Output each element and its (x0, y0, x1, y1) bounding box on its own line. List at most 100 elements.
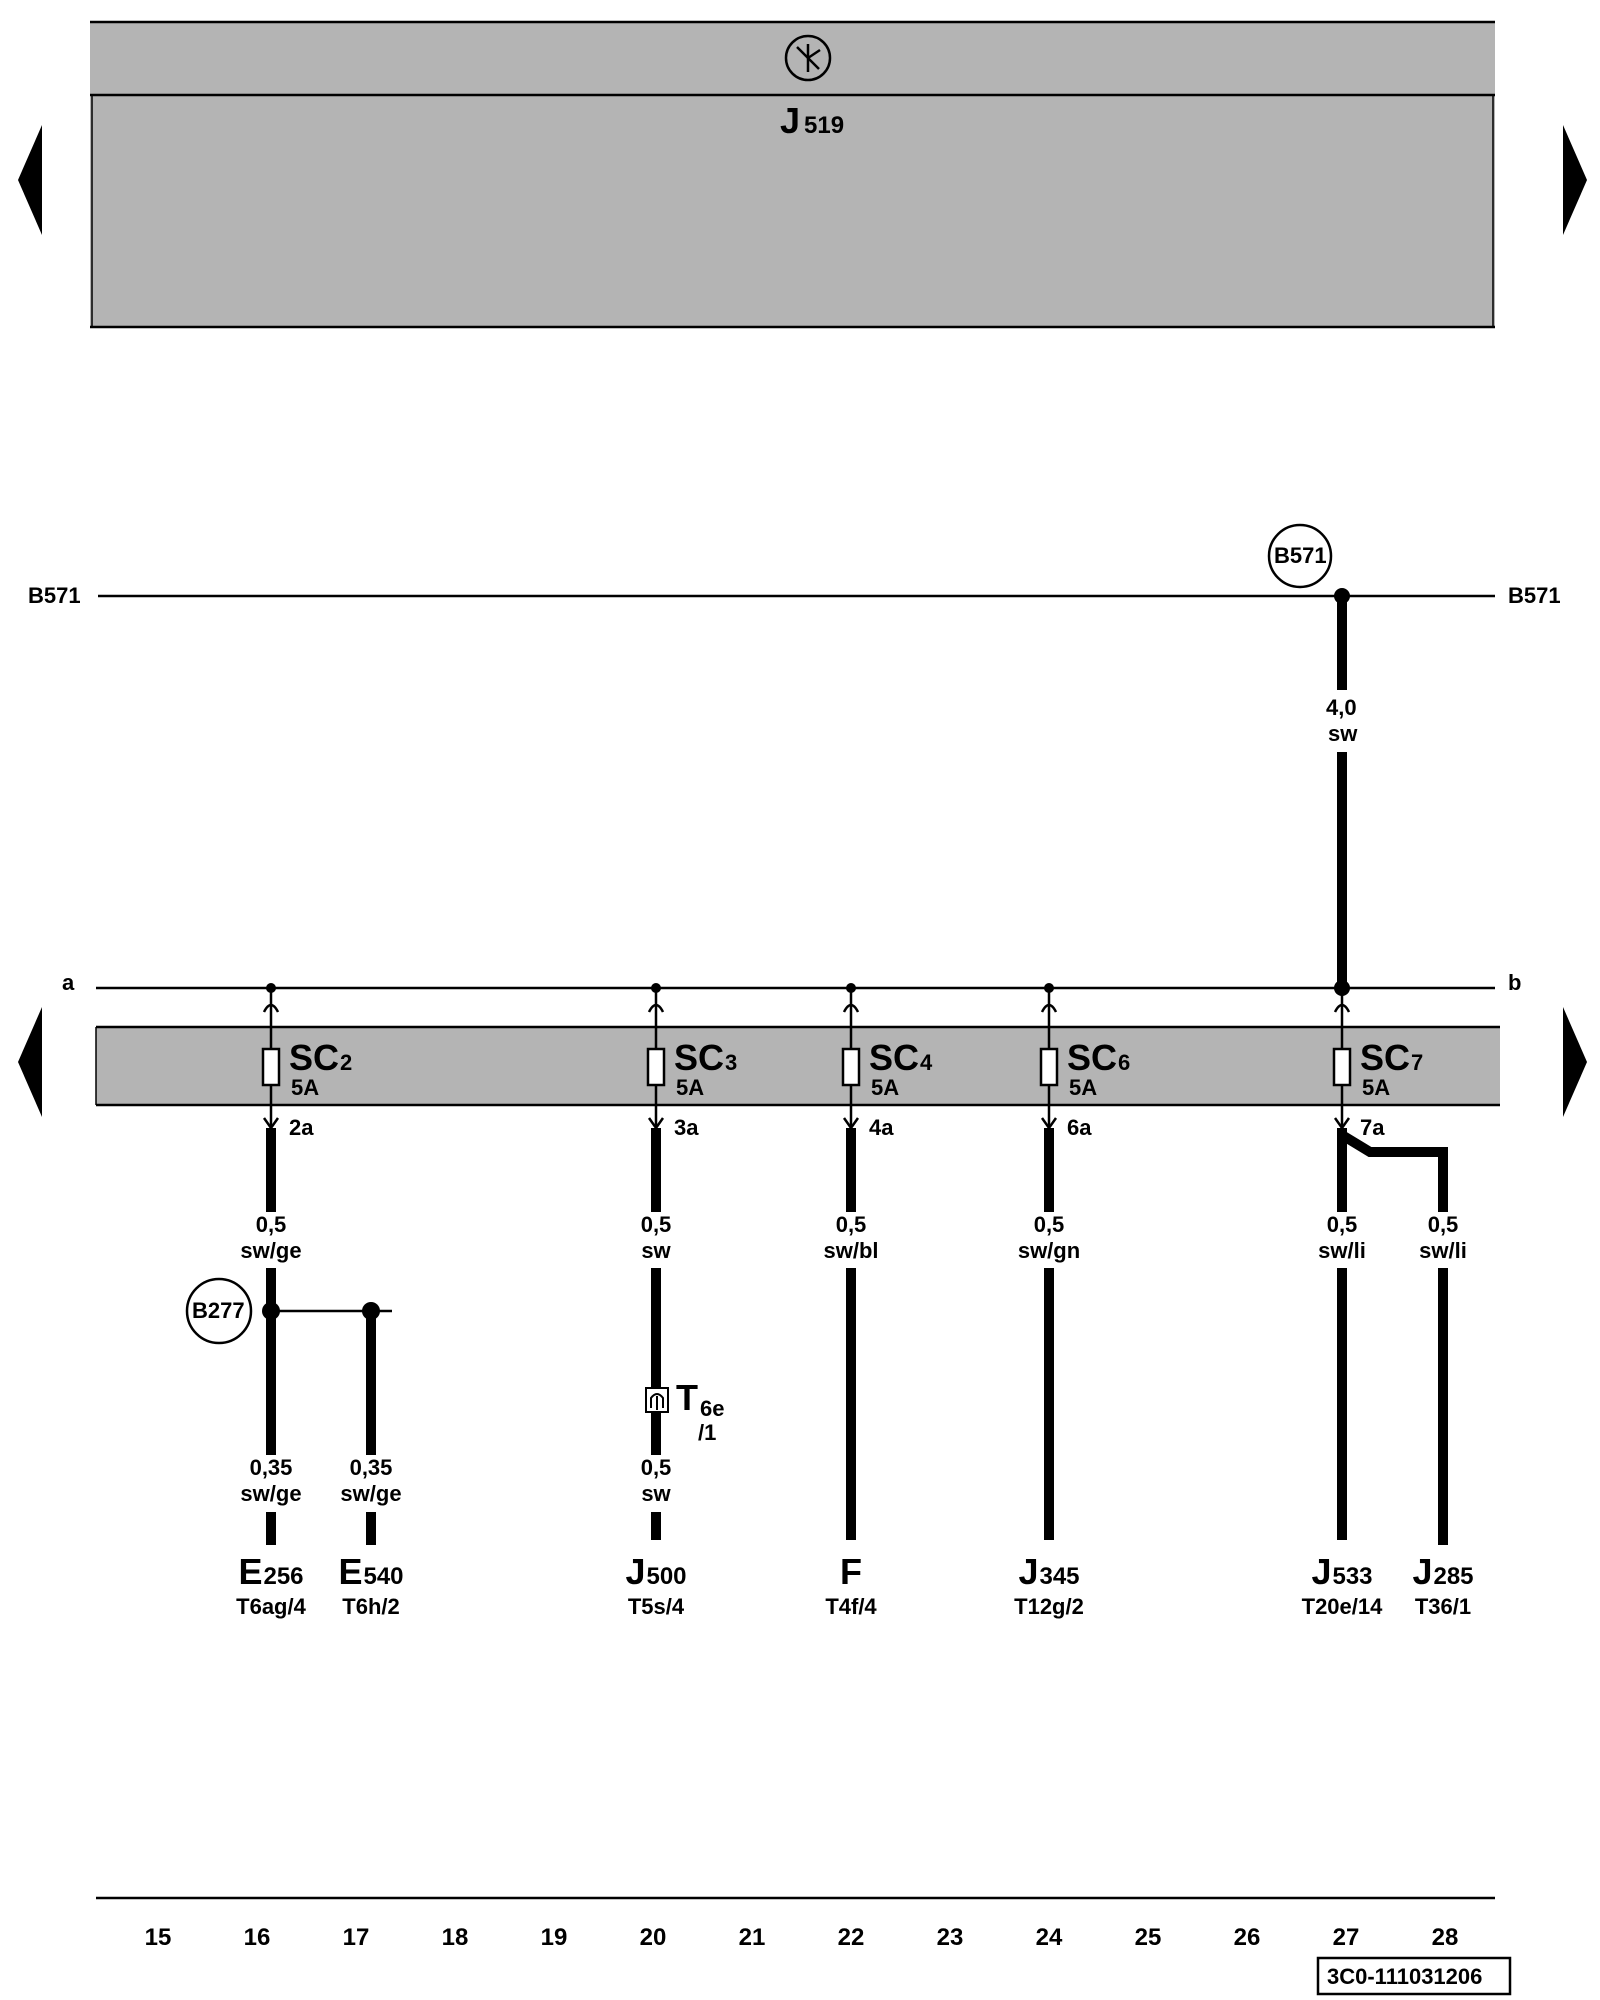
component-connector: T5s/4 (628, 1594, 685, 1619)
wire-color: sw/ge (340, 1481, 401, 1506)
wire-gauge: 0,5 (1034, 1212, 1065, 1237)
fuse-icon (1039, 1047, 1059, 1087)
fuse-pin: 7a (1360, 1115, 1385, 1140)
page-next-arrow-icon-top[interactable] (1563, 125, 1587, 235)
component-letter: E (238, 1551, 262, 1592)
svg-text:J533: J533 (1311, 1551, 1372, 1592)
svg-text:F: F (840, 1551, 862, 1592)
wire-gauge: 0,5 (641, 1212, 672, 1237)
wire-color: sw/ge (240, 1238, 301, 1263)
fuse-number: 2 (340, 1050, 352, 1075)
component-letter: J (625, 1551, 645, 1592)
fuse-number: 4 (920, 1050, 933, 1075)
bus-a-label: a (62, 970, 75, 995)
fuse-pin: 6a (1067, 1115, 1092, 1140)
column-number: 24 (1036, 1924, 1063, 1951)
connector-t6e-pin: /1 (698, 1420, 716, 1445)
wire-gauge: 0,5 (641, 1455, 672, 1480)
wire-gauge: 0,5 (256, 1212, 287, 1237)
fuse-icon (841, 1047, 861, 1087)
fuse-icon (1332, 1047, 1352, 1087)
wire-color: sw (641, 1238, 671, 1263)
b571-right-label: B571 (1508, 583, 1561, 608)
wire-color: sw/li (1318, 1238, 1366, 1263)
component-number: 256 (263, 1563, 303, 1590)
fuse-name: SC (1360, 1037, 1410, 1078)
column-number: 19 (541, 1924, 568, 1951)
column-number: 21 (739, 1924, 766, 1951)
wire-gauge: 0,35 (350, 1455, 393, 1480)
column-number: 28 (1432, 1924, 1459, 1951)
column-number: 25 (1135, 1924, 1162, 1951)
svg-text:SC6: SC6 (1067, 1037, 1130, 1078)
component-number: 540 (363, 1563, 403, 1590)
lower-wiring: B277 T6e /1 0,5sw/ge0,5sw0,5sw/bl0,5sw/g… (185, 1128, 1474, 1619)
svg-text:J500: J500 (625, 1551, 686, 1592)
wire-color: sw/li (1419, 1238, 1467, 1263)
svg-text:J345: J345 (1018, 1551, 1079, 1592)
fuse-number: 6 (1118, 1050, 1130, 1075)
column-number: 20 (640, 1924, 667, 1951)
component-connector: T6h/2 (342, 1594, 399, 1619)
b571-connection-node: B571 (1267, 523, 1333, 589)
wire-color: sw/gn (1018, 1238, 1080, 1263)
wire-color: sw (641, 1481, 671, 1506)
fuse-name: SC (869, 1037, 919, 1078)
fuse-number: 3 (725, 1050, 737, 1075)
fuse-icon (261, 1047, 281, 1087)
component-number: 285 (1433, 1563, 1473, 1590)
page-next-arrow-icon-bottom[interactable] (1563, 1007, 1587, 1117)
fuse-name: SC (1067, 1037, 1117, 1078)
column-number: 16 (244, 1924, 271, 1951)
b571-feed-gauge: 4,0 (1326, 695, 1357, 720)
component-letter: E (338, 1551, 362, 1592)
svg-text:SC4: SC4 (869, 1037, 933, 1078)
fuse-name: SC (674, 1037, 724, 1078)
svg-text:J285: J285 (1412, 1551, 1473, 1592)
column-number: 23 (937, 1924, 964, 1951)
svg-text:SC2: SC2 (289, 1037, 352, 1078)
svg-text:SC7: SC7 (1360, 1037, 1423, 1078)
column-number: 22 (838, 1924, 865, 1951)
component-number: 345 (1039, 1563, 1079, 1590)
wire-color: sw/bl (823, 1238, 878, 1263)
page-prev-arrow-icon-bottom[interactable] (18, 1007, 42, 1117)
component-connector: T12g/2 (1014, 1594, 1084, 1619)
control-unit-symbol-icon (784, 34, 832, 82)
control-unit-number: 519 (804, 112, 844, 139)
column-number: 18 (442, 1924, 469, 1951)
connector-t6e: T6e /1 (645, 1377, 724, 1445)
component-number: 500 (646, 1563, 686, 1590)
component-letter: J (1018, 1551, 1038, 1592)
component-connector: T6ag/4 (236, 1594, 306, 1619)
wire-color: sw/ge (240, 1481, 301, 1506)
svg-text:E256: E256 (238, 1551, 303, 1592)
page-prev-arrow-icon-top[interactable] (18, 125, 42, 235)
splice-b277-label: B277 (192, 1298, 245, 1323)
b571-node-label: B571 (1274, 543, 1327, 568)
wire-gauge: 0,35 (250, 1455, 293, 1480)
fuse-name: SC (289, 1037, 339, 1078)
wire-gauge: 0,5 (836, 1212, 867, 1237)
svg-text:SC3: SC3 (674, 1037, 737, 1078)
wire-gauge: 0,5 (1327, 1212, 1358, 1237)
b571-bus: B571 B571 B571 4,0 sw (28, 523, 1561, 996)
component-letter: F (840, 1551, 862, 1592)
connector-t6e-letter: T (676, 1377, 698, 1418)
drawing-id-box: 3C0-111031206 (1316, 1956, 1512, 1996)
column-number: 27 (1333, 1924, 1360, 1951)
component-connector: T20e/14 (1302, 1594, 1383, 1619)
